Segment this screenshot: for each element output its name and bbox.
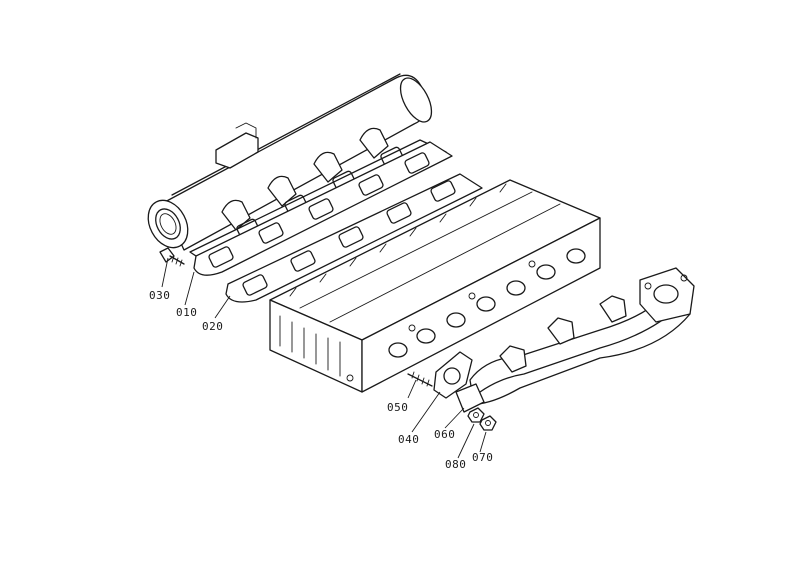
washer-bolt bbox=[479, 415, 497, 431]
part-060: 060 bbox=[434, 428, 456, 441]
cylinder-head bbox=[269, 179, 601, 393]
exhaust-manifold bbox=[455, 267, 695, 413]
leader-lines bbox=[161, 257, 487, 459]
callout-030: 030 bbox=[149, 289, 171, 302]
nut bbox=[467, 407, 485, 423]
part-020: 020 bbox=[202, 320, 224, 333]
part-040: 040 bbox=[398, 433, 420, 446]
intake-gasket bbox=[193, 141, 453, 276]
exhaust-side-gasket bbox=[225, 173, 483, 303]
bolt bbox=[159, 247, 185, 267]
part-070: 070 bbox=[472, 451, 494, 464]
stud-bolt bbox=[407, 371, 433, 387]
part-080: 080 bbox=[445, 458, 467, 471]
flange-gasket bbox=[433, 351, 473, 399]
part-010: 010 bbox=[176, 306, 198, 319]
part-050: 050 bbox=[387, 401, 409, 414]
